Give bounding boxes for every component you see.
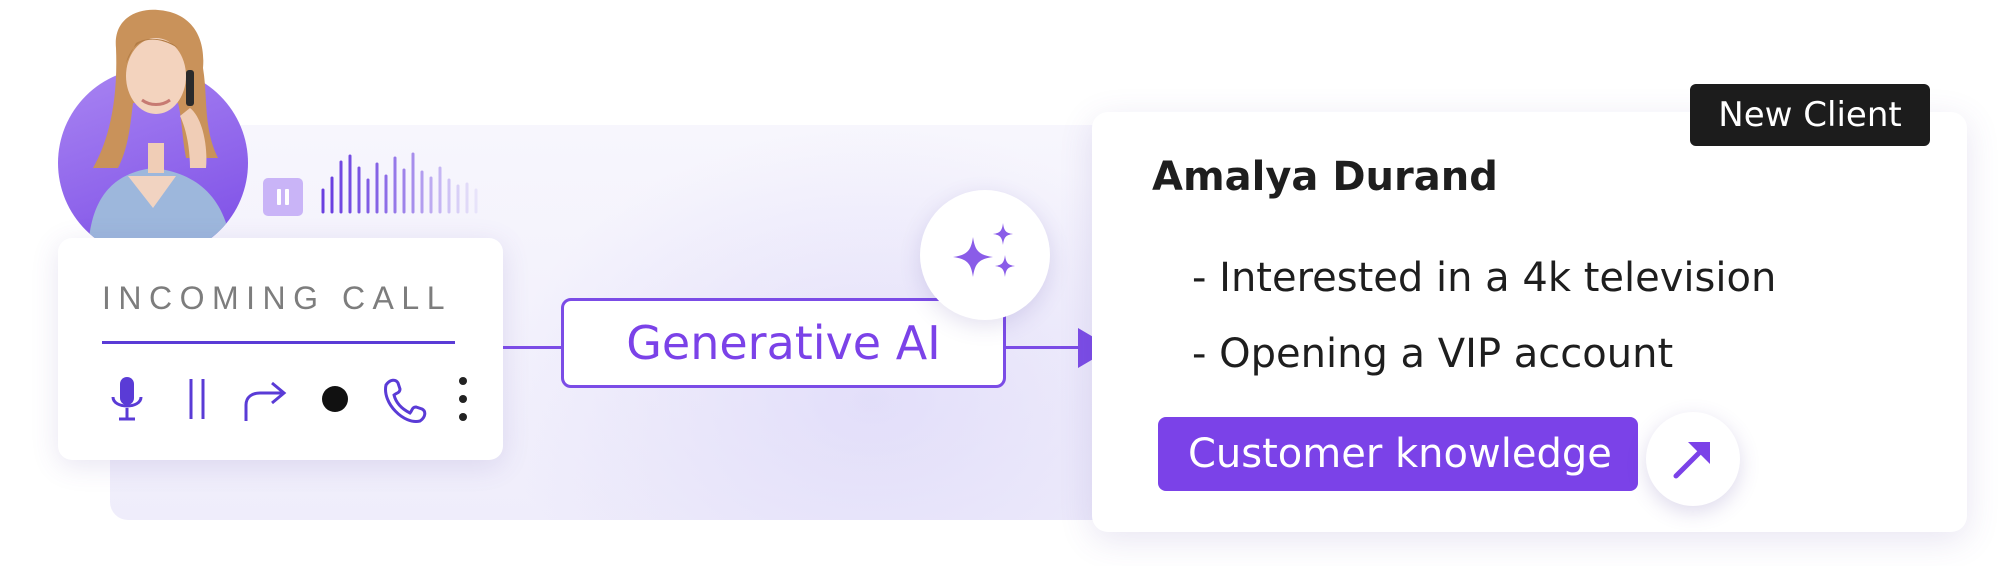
note-item: - Opening a VIP account bbox=[1192, 331, 1674, 377]
note-item: - Interested in a 4k television bbox=[1192, 255, 1777, 301]
more-vertical-icon[interactable] bbox=[438, 371, 488, 431]
hang-up-icon[interactable] bbox=[378, 371, 428, 431]
sparkles-icon bbox=[953, 223, 1015, 277]
microphone-icon[interactable] bbox=[102, 371, 152, 431]
arrow-up-right-icon bbox=[1673, 442, 1710, 479]
incoming-call-card: INCOMING CALL bbox=[58, 238, 503, 460]
connector-line bbox=[1006, 346, 1082, 349]
new-client-badge: New Client bbox=[1690, 84, 1930, 146]
call-title: INCOMING CALL bbox=[102, 280, 452, 316]
divider bbox=[102, 341, 455, 344]
client-card: Amalya Durand - Interested in a 4k telev… bbox=[1092, 112, 1967, 532]
pause-icon[interactable] bbox=[172, 371, 222, 431]
audio-pause-icon[interactable] bbox=[263, 178, 303, 216]
open-knowledge-button[interactable] bbox=[1646, 412, 1740, 506]
record-icon[interactable] bbox=[310, 371, 360, 431]
customer-knowledge-label: Customer knowledge bbox=[1188, 431, 1612, 477]
audio-waveform-icon bbox=[321, 152, 478, 214]
client-notes: - Interested in a 4k television - Openin… bbox=[1192, 240, 1776, 392]
caller-avatar bbox=[58, 8, 248, 260]
caller-photo bbox=[88, 9, 233, 258]
call-controls bbox=[102, 371, 472, 431]
connector-line bbox=[503, 346, 563, 349]
client-name: Amalya Durand bbox=[1152, 154, 1498, 200]
forward-icon[interactable] bbox=[240, 371, 290, 431]
customer-knowledge-button[interactable]: Customer knowledge bbox=[1158, 417, 1638, 491]
generative-ai-box: Generative AI bbox=[561, 298, 1006, 388]
ai-label: Generative AI bbox=[626, 316, 941, 370]
sparkles-badge bbox=[920, 190, 1050, 320]
